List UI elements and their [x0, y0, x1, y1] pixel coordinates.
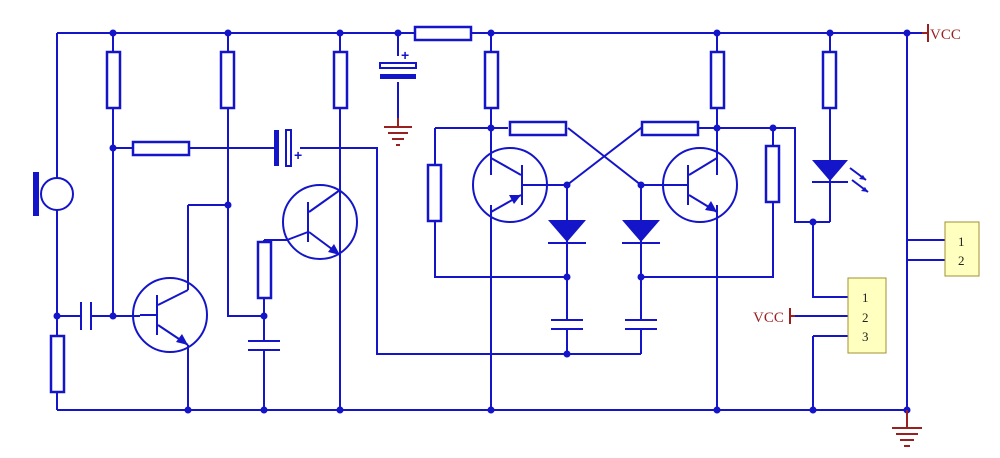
- resistor-r4: [131, 140, 191, 157]
- connector-right: 1 2: [944, 221, 980, 277]
- transistor-q3: [472, 147, 548, 223]
- resistor-r2: [219, 50, 236, 110]
- capacitor-plus-label: +: [401, 47, 409, 63]
- transistors: [132, 147, 738, 353]
- connector-mid-pin-2: 2: [862, 310, 869, 325]
- coupling-capacitor-left: [80, 302, 92, 330]
- ground-symbol-cap: [384, 118, 412, 146]
- resistor-r9: [709, 50, 726, 110]
- resistor-r3: [332, 50, 349, 110]
- vcc-symbol-top: VCC: [922, 24, 961, 43]
- capacitors: + +: [80, 47, 657, 351]
- led: [812, 160, 869, 193]
- microphone: [33, 172, 74, 216]
- connector-mid-pin-1: 1: [862, 290, 869, 305]
- resistors: [49, 25, 838, 394]
- resistor-r8: [483, 50, 500, 110]
- junction-dots: [53, 29, 911, 414]
- resistor-r13: [508, 120, 568, 137]
- connector-right-pin-1: 1: [958, 234, 965, 249]
- resistor-r5: [256, 240, 273, 300]
- transistor-q4: [662, 147, 738, 223]
- resistor-r14: [640, 120, 700, 137]
- electrolytic-capacitor-mid: +: [274, 129, 302, 167]
- vcc-symbol-left: VCC: [753, 308, 795, 326]
- diode-right: [622, 220, 660, 244]
- capacitor-mv-right: [625, 319, 657, 330]
- capacitor-q2: [248, 340, 280, 351]
- transistor-q1: [132, 277, 208, 353]
- connector-mid: 1 2 3: [847, 277, 887, 354]
- capacitor-plus-label-mid: +: [294, 147, 302, 163]
- ground-symbol-main: [892, 410, 922, 447]
- vcc-label-left: VCC: [753, 310, 784, 326]
- capacitor-mv-left: [551, 319, 583, 330]
- resistor-r6: [49, 334, 66, 394]
- resistor-r10: [821, 50, 838, 110]
- vcc-label-top: VCC: [930, 27, 961, 43]
- resistor-r11: [426, 163, 443, 223]
- diode-left: [548, 220, 586, 244]
- electrolytic-capacitor-top: +: [379, 47, 417, 79]
- resistor-r12: [764, 144, 781, 204]
- resistor-r7: [413, 25, 473, 42]
- resistor-r1: [105, 50, 122, 110]
- diodes: [548, 160, 869, 244]
- connector-mid-pin-3: 3: [862, 329, 869, 344]
- transistor-q2: [282, 184, 358, 260]
- connector-right-pin-2: 2: [958, 253, 965, 268]
